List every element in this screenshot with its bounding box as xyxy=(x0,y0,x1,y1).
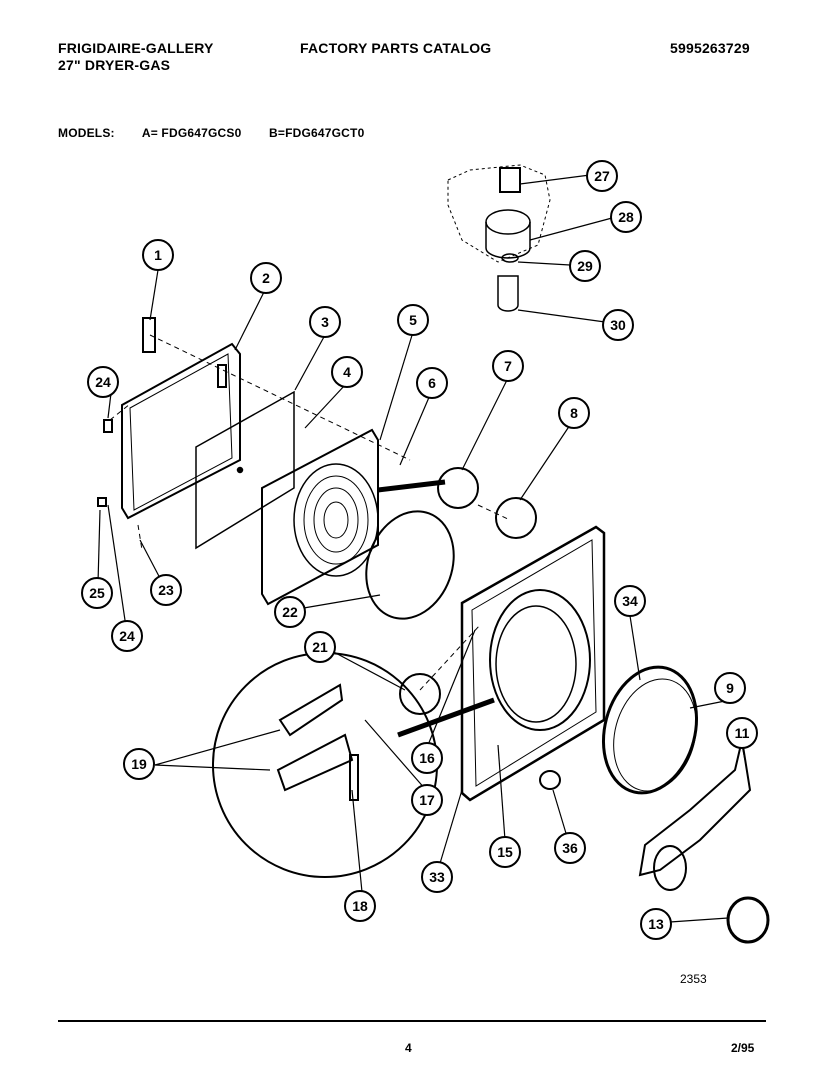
svg-text:11: 11 xyxy=(735,725,750,741)
model-b: B=FDG647GCT0 xyxy=(269,126,365,140)
svg-text:13: 13 xyxy=(648,916,664,932)
callout-label: 17 xyxy=(411,784,443,816)
catalog-part-number: 5995263729 xyxy=(670,40,750,56)
callout-label: 30 xyxy=(602,309,634,341)
revision-date: 2/95 xyxy=(731,1041,755,1055)
callout-label: 29 xyxy=(569,250,601,282)
models-prefix: MODELS: xyxy=(58,126,115,140)
door-seal-drawing xyxy=(365,510,455,620)
knob-drawing xyxy=(539,770,561,790)
callout-label: 18 xyxy=(344,890,376,922)
callout-label: 24 xyxy=(87,366,119,398)
svg-text:17: 17 xyxy=(419,792,435,808)
svg-text:25: 25 xyxy=(89,585,105,601)
product-title: 27" DRYER-GAS xyxy=(58,57,171,73)
callout-label: 28 xyxy=(610,201,642,233)
svg-text:7: 7 xyxy=(504,358,512,374)
ring-34-drawing xyxy=(601,665,699,795)
svg-text:15: 15 xyxy=(497,844,513,860)
callout-label: 15 xyxy=(489,836,521,868)
callout-label: 36 xyxy=(554,832,586,864)
callout-labels: 1 2 3 4 5 6 7 8 9 11 13 15 16 17 18 19 2… xyxy=(81,160,758,940)
page-number: 4 xyxy=(405,1041,412,1055)
callout-label: 11 xyxy=(726,717,758,749)
svg-text:8: 8 xyxy=(570,405,578,421)
svg-text:18: 18 xyxy=(352,898,368,914)
detail-magnifier-drawing xyxy=(212,652,438,878)
callout-label: 6 xyxy=(416,367,448,399)
callout-label: 33 xyxy=(421,861,453,893)
callout-label: 24 xyxy=(111,620,143,652)
svg-text:19: 19 xyxy=(131,756,147,772)
svg-text:5: 5 xyxy=(409,312,417,328)
svg-text:30: 30 xyxy=(610,317,626,333)
ring-13-drawing xyxy=(726,896,770,944)
inner-door-drawing xyxy=(261,428,379,606)
callout-label: 2 xyxy=(250,262,282,294)
callout-label: 22 xyxy=(274,596,306,628)
svg-text:24: 24 xyxy=(95,374,111,390)
svg-text:2: 2 xyxy=(262,270,270,286)
callout-label: 13 xyxy=(640,908,672,940)
svg-text:34: 34 xyxy=(622,593,638,609)
callout-label: 1 xyxy=(142,239,174,271)
callout-label: 19 xyxy=(123,748,155,780)
front-panel-drawing xyxy=(460,525,606,802)
burner-assembly-drawing xyxy=(447,164,551,312)
svg-text:4: 4 xyxy=(343,364,351,380)
svg-text:9: 9 xyxy=(726,680,734,696)
svg-text:16: 16 xyxy=(419,750,435,766)
figure-number: 2353 xyxy=(680,972,707,986)
svg-text:22: 22 xyxy=(282,604,298,620)
callout-label: 16 xyxy=(411,742,443,774)
callout-label: 3 xyxy=(309,306,341,338)
svg-text:6: 6 xyxy=(428,375,436,391)
callout-label: 23 xyxy=(150,574,182,606)
callout-label: 25 xyxy=(81,577,113,609)
model-a: A= FDG647GCS0 xyxy=(141,126,242,140)
brand-title: FRIGIDAIRE-GALLERY xyxy=(58,40,214,56)
duct-drawing xyxy=(638,739,752,891)
svg-text:24: 24 xyxy=(119,628,135,644)
callout-label: 7 xyxy=(492,350,524,382)
callout-label: 9 xyxy=(714,672,746,704)
footer-divider xyxy=(58,1020,766,1022)
models-line: MODELS: A= FDG647GCS0 B=FDG647GCT0 xyxy=(58,125,388,142)
callout-label: 4 xyxy=(331,356,363,388)
svg-text:33: 33 xyxy=(429,869,445,885)
svg-text:36: 36 xyxy=(562,840,578,856)
callout-label: 21 xyxy=(304,631,336,663)
svg-text:21: 21 xyxy=(312,639,328,655)
svg-text:1: 1 xyxy=(154,247,162,263)
catalog-title: FACTORY PARTS CATALOG xyxy=(300,40,492,56)
svg-text:28: 28 xyxy=(618,209,634,225)
callout-label: 34 xyxy=(614,585,646,617)
hinge-part-drawing xyxy=(142,317,156,353)
door-cover-drawing xyxy=(195,390,295,550)
callout-label: 5 xyxy=(397,304,429,336)
callout-label: 8 xyxy=(558,397,590,429)
svg-text:3: 3 xyxy=(321,314,329,330)
outer-door-drawing xyxy=(121,342,241,520)
svg-text:23: 23 xyxy=(158,582,174,598)
callout-label: 27 xyxy=(586,160,618,192)
svg-text:27: 27 xyxy=(594,168,610,184)
svg-text:29: 29 xyxy=(577,258,593,274)
